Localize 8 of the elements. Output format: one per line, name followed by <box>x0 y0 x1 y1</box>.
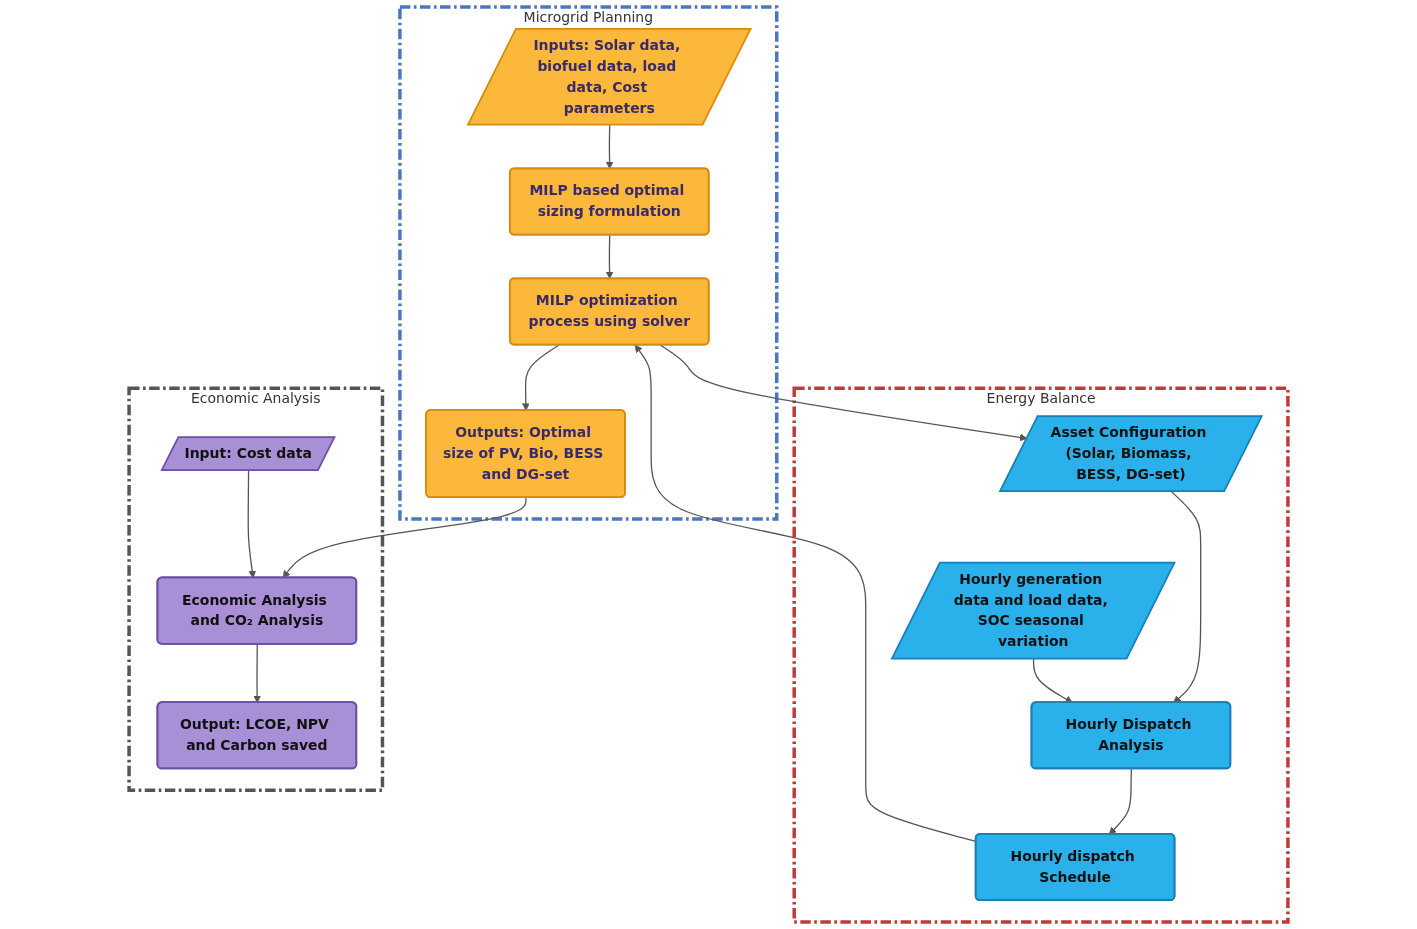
arrow <box>282 497 527 579</box>
arrow <box>1108 768 1132 835</box>
arrow <box>1032 658 1073 703</box>
arrow <box>522 344 560 411</box>
arrow <box>605 234 614 280</box>
arrow <box>605 124 614 170</box>
arrow <box>659 344 1028 442</box>
arrow <box>253 643 261 703</box>
